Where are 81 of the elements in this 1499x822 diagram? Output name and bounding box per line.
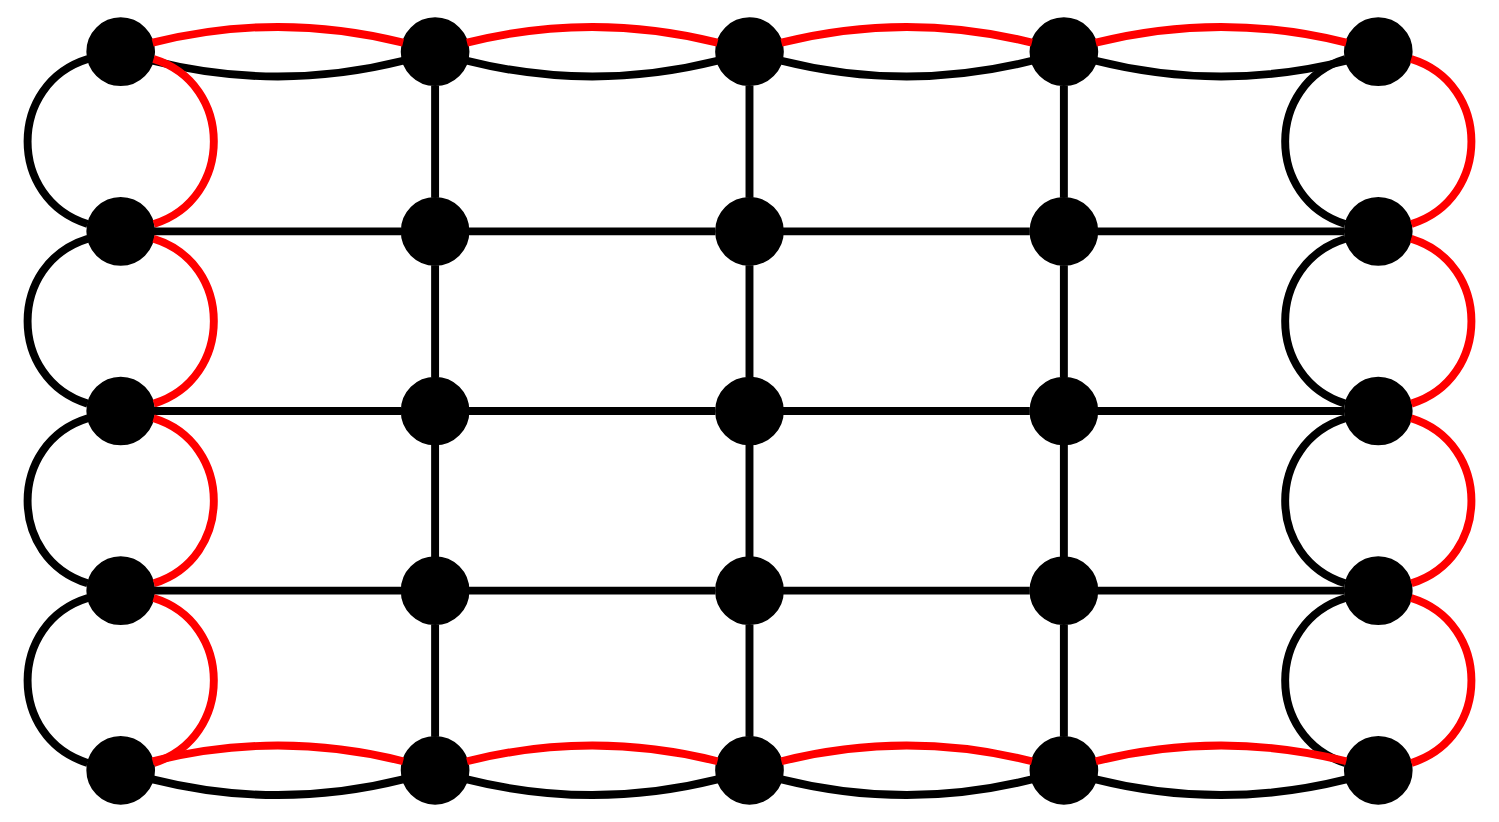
node-circle: [86, 735, 156, 805]
connector: [1097, 227, 1345, 236]
node-circle: [715, 735, 784, 805]
node-circle: [1029, 556, 1099, 625]
node-circle: [1343, 735, 1413, 805]
connector: [782, 227, 1030, 236]
node-circle: [1343, 376, 1413, 446]
node-circle: [86, 376, 156, 446]
connector: [1281, 55, 1348, 228]
connector: [151, 56, 404, 81]
connector: [745, 444, 754, 558]
connector: [151, 235, 218, 408]
connector: [1094, 775, 1348, 799]
connector: [745, 85, 754, 198]
connector: [431, 265, 440, 378]
connector: [23, 594, 90, 767]
connector: [466, 23, 719, 47]
node-circle: [715, 17, 784, 87]
connector: [745, 265, 754, 378]
connector: [782, 407, 1030, 415]
node-circle: [1029, 376, 1099, 446]
connector: [468, 407, 716, 415]
node-circle: [1343, 17, 1413, 87]
connector: [153, 407, 402, 415]
connector: [1059, 624, 1068, 737]
connector: [1409, 55, 1476, 228]
connector: [468, 586, 716, 595]
connector: [151, 23, 404, 47]
node-circle: [1343, 556, 1413, 625]
connector: [151, 414, 218, 587]
connector: [780, 741, 1033, 766]
connector: [23, 55, 90, 228]
node-circle: [715, 376, 784, 446]
node-circle: [1029, 735, 1099, 805]
connector: [431, 85, 440, 198]
connector: [780, 23, 1033, 47]
connector: [151, 594, 218, 767]
connector: [1281, 414, 1348, 587]
node-circle: [400, 735, 470, 805]
connector: [466, 56, 719, 81]
connector: [468, 227, 716, 236]
connector: [780, 56, 1033, 81]
connector: [1097, 586, 1345, 595]
node-circle: [400, 556, 470, 625]
connector: [780, 775, 1033, 799]
connector: [153, 227, 402, 236]
connector: [1281, 594, 1348, 767]
connector: [153, 586, 402, 595]
connector: [151, 741, 404, 766]
node-circle: [715, 556, 784, 625]
connector: [431, 444, 440, 558]
connector: [1409, 594, 1476, 767]
connector: [1281, 235, 1348, 408]
node-circle: [1029, 17, 1099, 87]
connector: [1409, 235, 1476, 408]
node-circle: [400, 17, 470, 87]
connector: [1059, 265, 1068, 378]
connector: [151, 55, 218, 228]
connector: [466, 775, 719, 799]
connector: [1094, 23, 1348, 47]
connector: [431, 624, 440, 737]
node-circle: [1343, 197, 1413, 266]
connector: [23, 235, 90, 408]
connector: [782, 586, 1030, 595]
connector: [466, 741, 719, 766]
node-circle: [715, 197, 784, 266]
connector: [1059, 444, 1068, 558]
node-circle: [400, 197, 470, 266]
connector: [23, 414, 90, 587]
node-circle: [1029, 197, 1099, 266]
connector: [1094, 56, 1348, 81]
connector: [1097, 407, 1345, 415]
connector: [1409, 414, 1476, 587]
connector: [1094, 741, 1348, 766]
connector: [745, 624, 754, 737]
node-circle: [86, 197, 156, 266]
node-circle: [86, 556, 156, 625]
node-circle: [86, 17, 156, 87]
node-circle: [400, 376, 470, 446]
connector: [151, 775, 404, 799]
connector: [1059, 85, 1068, 198]
